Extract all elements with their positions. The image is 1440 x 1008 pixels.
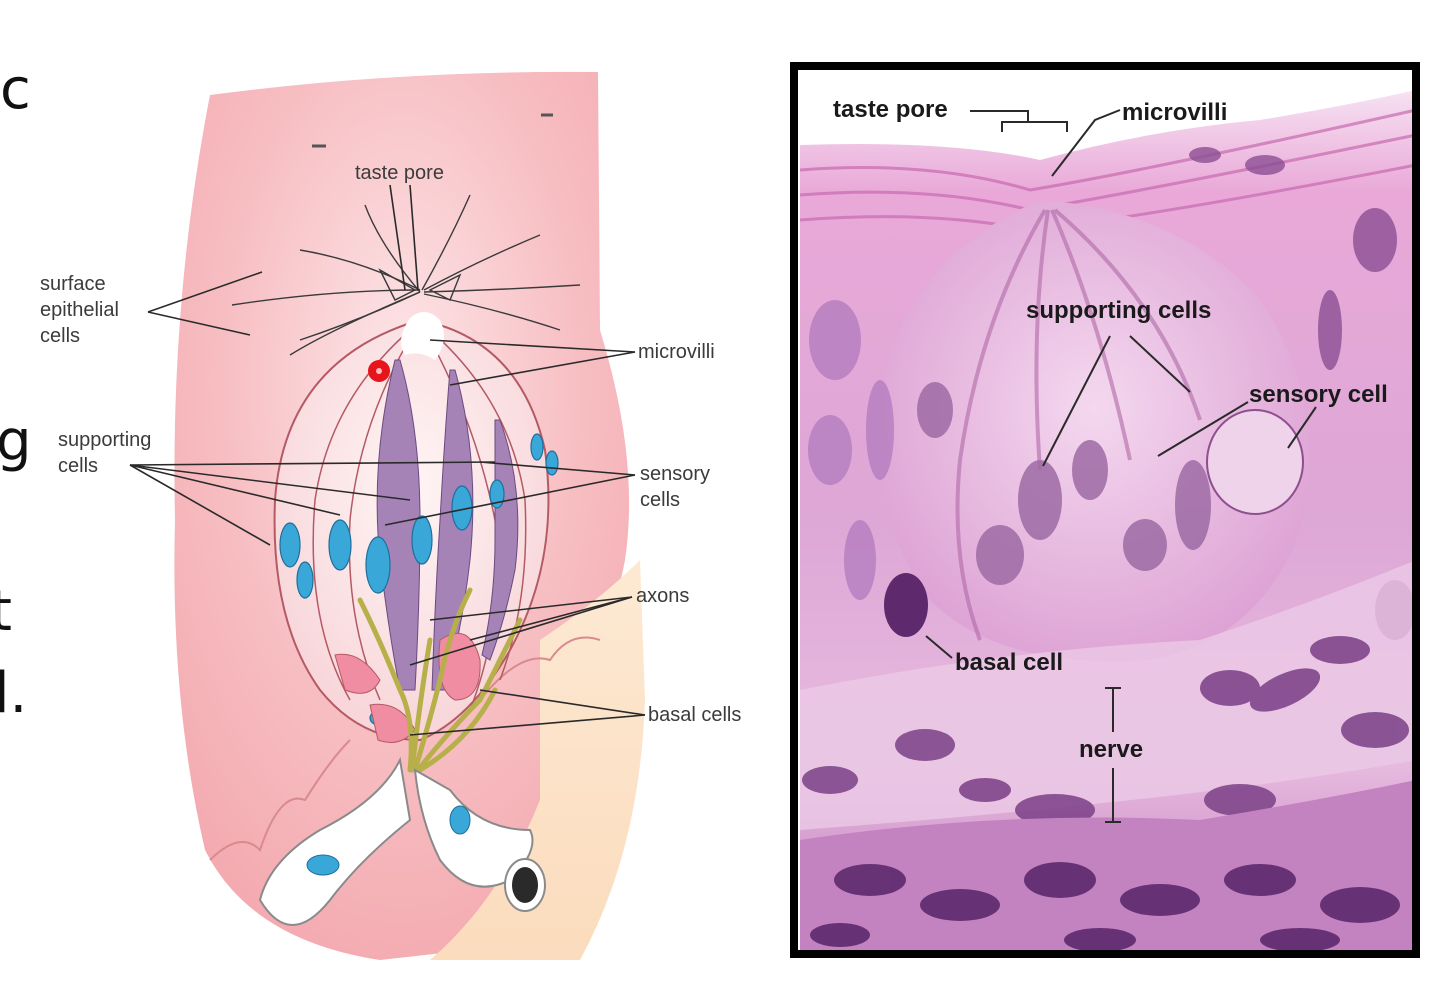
- micro-label-nerve: nerve: [1079, 736, 1143, 763]
- label-basal-cells: basal cells: [648, 704, 741, 726]
- left-leader-lines: [129, 184, 646, 736]
- schwann-nucleus: [449, 805, 471, 835]
- taste-pore-opening: [401, 311, 444, 360]
- slide-fragment-1: c: [0, 57, 31, 122]
- right-leader-lines: [925, 109, 1317, 823]
- micrograph-frame: [790, 62, 1420, 958]
- label-taste-pore: taste pore: [355, 162, 444, 184]
- micro-label-basal-cell: basal cell: [955, 649, 1063, 676]
- sensory-cell-nucleus: [365, 536, 391, 594]
- label-surface-epithelial-3: cells: [40, 325, 80, 347]
- epithelial-nucleus-marks: [312, 113, 553, 148]
- surface-epithelial-cells: [231, 194, 581, 356]
- basal-cell: [334, 653, 381, 694]
- nerve-fiber: [258, 756, 412, 926]
- connective-tissue-region: [430, 560, 645, 960]
- sensory-cell-nucleus: [489, 479, 505, 509]
- label-supporting-cells-1: supporting: [58, 429, 151, 451]
- micrograph-panel: taste pore microvilli supporting cells s…: [790, 62, 1420, 958]
- micro-label-sensory-cell: sensory cell: [1249, 381, 1388, 408]
- supporting-cell-nucleus: [279, 522, 301, 568]
- bud-nuclei: [917, 382, 1211, 585]
- micrograph-sensory-cell: [1206, 409, 1304, 515]
- slide-text-fragments: c g t l.: [0, 57, 32, 726]
- micrograph-basal-cell: [884, 573, 928, 637]
- lower-nuclei: [802, 636, 1409, 826]
- micro-label-microvilli: microvilli: [1122, 99, 1227, 126]
- label-surface-epithelial-1: surface: [40, 273, 106, 295]
- sensory-cell-nucleus: [411, 515, 433, 565]
- label-axons: axons: [636, 585, 689, 607]
- label-sensory-cells-1: sensory: [640, 463, 710, 485]
- axons: [357, 587, 523, 773]
- schwann-nucleus: [306, 854, 340, 876]
- taste-bud-diagram: taste pore surface epithelial cells micr…: [40, 71, 741, 960]
- label-supporting-cells-2: cells: [58, 455, 98, 477]
- epithelial-cells-left: [808, 300, 894, 600]
- label-sensory-cells-2: cells: [640, 489, 680, 511]
- nerve-region: [800, 560, 1416, 830]
- supporting-cell-nucleus: [296, 561, 314, 599]
- supporting-cell-nucleus: [545, 450, 559, 476]
- slide-fragment-4: l.: [0, 661, 27, 726]
- micro-label-supporting-cells: supporting cells: [1026, 297, 1211, 324]
- supporting-cell-nucleus: [328, 519, 352, 571]
- label-microvilli: microvilli: [638, 341, 715, 363]
- cursor-dot-highlight: [376, 368, 382, 374]
- basal-layer-nuclei: [810, 862, 1400, 952]
- label-surface-epithelial-2: epithelial: [40, 299, 119, 321]
- slide-fragment-2: g: [0, 409, 32, 474]
- slide-fragment-3: t: [0, 579, 12, 644]
- supporting-cell-nucleus: [530, 433, 544, 461]
- micro-label-taste-pore: taste pore: [833, 96, 948, 123]
- nerve-cross-section-core: [512, 867, 538, 903]
